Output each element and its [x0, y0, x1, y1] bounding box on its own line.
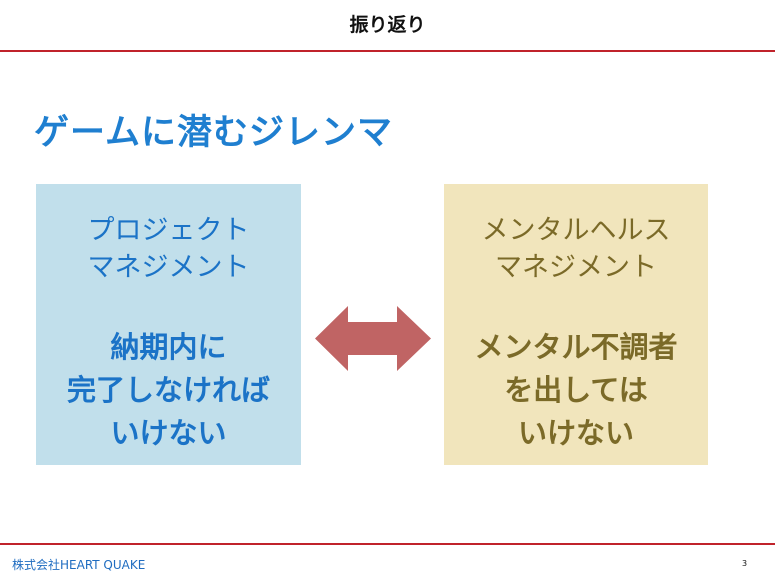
footer-divider — [0, 543, 775, 545]
box-subtitle: メンタルヘルス マネジメント — [444, 212, 708, 286]
header-divider — [0, 50, 775, 52]
subtitle-line: マネジメント — [495, 252, 657, 283]
subtitle-line: メンタルヘルス — [481, 215, 671, 246]
main-line: メンタル不調者 — [474, 330, 678, 364]
main-line: いけない — [110, 416, 227, 450]
project-management-box: プロジェクト マネジメント 納期内に 完了しなければ いけない — [36, 184, 301, 465]
main-line: を出しては — [504, 373, 648, 407]
slide-heading: ゲームに潜むジレンマ — [34, 113, 393, 153]
double-arrow-icon — [315, 306, 431, 371]
box-subtitle: プロジェクト マネジメント — [36, 212, 301, 286]
slide-section-title: 振り返り — [349, 14, 426, 36]
footer-company: 株式会社HEART QUAKE — [12, 558, 146, 572]
main-line: いけない — [517, 416, 634, 450]
main-line: 納期内に — [110, 330, 227, 364]
box-main-text: 納期内に 完了しなければ いけない — [36, 326, 301, 455]
mental-health-management-box: メンタルヘルス マネジメント メンタル不調者 を出しては いけない — [444, 184, 708, 465]
page-number: 3 — [742, 559, 748, 568]
main-line: 完了しなければ — [66, 373, 270, 407]
subtitle-line: マネジメント — [87, 252, 250, 283]
subtitle-line: プロジェクト — [87, 215, 250, 246]
box-main-text: メンタル不調者 を出しては いけない — [444, 326, 708, 455]
